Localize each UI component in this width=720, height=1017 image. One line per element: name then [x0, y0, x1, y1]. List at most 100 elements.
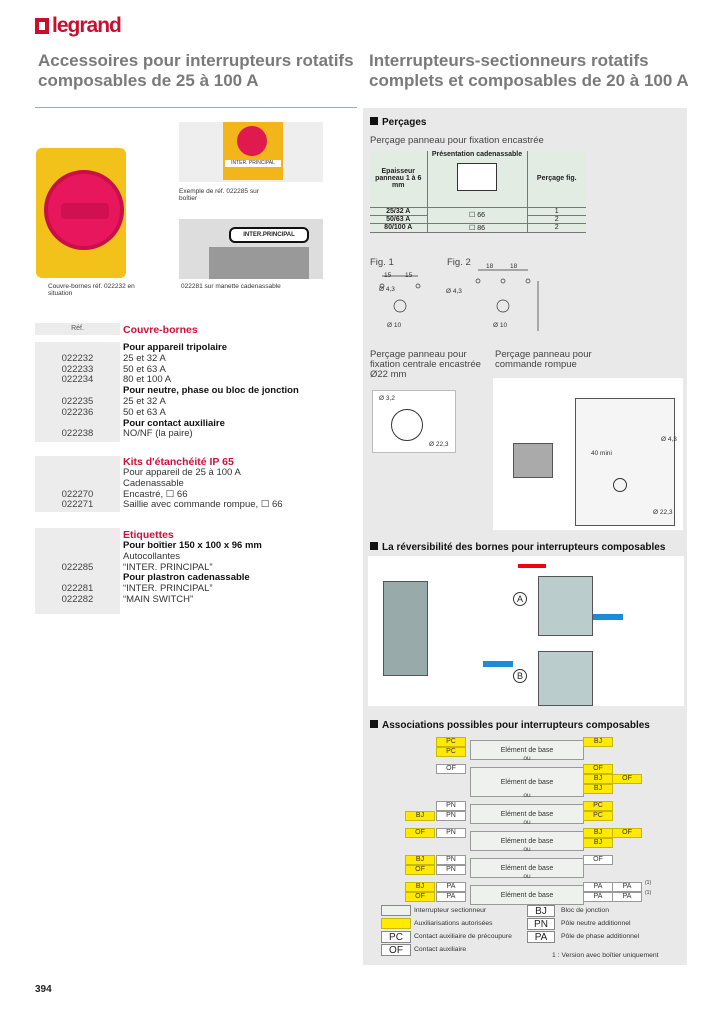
- product-photo-manette: INTER.PRINCIPAL: [179, 219, 323, 279]
- designation: 25 et 32 A: [123, 352, 166, 364]
- ref-number: 022232: [61, 352, 94, 364]
- designation: Pour appareil tripolaire: [123, 342, 227, 353]
- designation: 50 et 63 A: [123, 406, 166, 418]
- module-cell: BJ: [405, 855, 435, 865]
- module-cell: PA: [436, 882, 466, 892]
- padlock-housing-icon: [457, 163, 497, 191]
- module-cell: OF: [405, 828, 435, 838]
- module-cell: PA: [612, 882, 642, 892]
- module-cell: OF: [583, 855, 613, 865]
- designation: Autocollantes: [123, 550, 181, 562]
- module-cell: PA: [436, 892, 466, 902]
- base-element: Elément de base: [470, 885, 584, 905]
- section-title: Couvre-bornes: [123, 324, 198, 336]
- drilling-diagram-centrale: Ø 3,2 Ø 22,3: [372, 390, 456, 453]
- caption-commande-rompue: Perçage panneau pour commande rompue: [495, 349, 592, 370]
- footnote: 1 : Version avec boîtier uniquement: [552, 952, 659, 959]
- legrand-logo: legrand: [35, 14, 122, 38]
- reference-table: Réf. Couvre-bornes Kits d'étanchéité IP …: [35, 323, 357, 623]
- ref-number: 022234: [61, 374, 94, 386]
- designation: Pour neutre, phase ou bloc de jonction: [123, 385, 299, 397]
- ref-number: 022271: [61, 499, 94, 511]
- module-cell: BJ: [405, 811, 435, 821]
- module-cell: PC: [583, 811, 613, 821]
- section-title: Etiquettes: [123, 529, 174, 541]
- designation: 80 et 100 A: [123, 374, 172, 386]
- drilling-figures: [379, 269, 539, 331]
- module-cell: BJ: [583, 828, 613, 838]
- designation: “MAIN SWITCH”: [123, 594, 194, 605]
- designation: Saillie avec commande rompue, ☐ 66: [123, 499, 283, 511]
- footnote-marker: (1): [645, 890, 652, 896]
- or-separator: ou: [523, 755, 531, 762]
- label-a: A: [513, 592, 527, 606]
- caption-manette: 022281 sur manette cadenassable: [181, 283, 281, 290]
- module-cell: PC: [436, 737, 466, 747]
- caption-boitier: Exemple de réf. 022285 sur boîtier: [179, 188, 259, 202]
- designation: NO/NF (la paire): [123, 428, 193, 440]
- legend-swatch-auxiliarisations: [381, 918, 411, 929]
- module-cell: PN: [436, 828, 466, 838]
- reversibility-title: La réversibilité des bornes pour interru…: [370, 542, 665, 553]
- module-cell: BJ: [583, 784, 613, 794]
- ref-number: 022236: [61, 406, 94, 418]
- or-separator: ou: [523, 792, 531, 799]
- fig2-label: Fig. 2: [447, 257, 471, 268]
- enclosure-diagram: Ø 4,3 40 mini Ø 22,3: [493, 378, 683, 530]
- module-cell: PN: [436, 855, 466, 865]
- caption-couvre-bornes: Couvre-bornes réf. 022232 en situation: [48, 283, 135, 297]
- module-cell: PN: [436, 865, 466, 875]
- module-cell: OF: [436, 764, 466, 774]
- module-cell: OF: [612, 774, 642, 784]
- ref-number: 022238: [61, 428, 94, 440]
- module-cell: PA: [583, 882, 613, 892]
- legend-swatch-sectionneur: [381, 905, 411, 916]
- module-cell: PN: [436, 801, 466, 811]
- ref-number: 022235: [61, 396, 94, 407]
- designation: Pour contact auxiliaire: [123, 417, 225, 429]
- module-cell: PC: [436, 747, 466, 757]
- ref-header: Réf.: [35, 323, 120, 335]
- designation: “INTER. PRINCIPAL”: [123, 583, 213, 595]
- ref-number: 022282: [61, 594, 94, 605]
- percages-subtitle: Perçage panneau pour fixation encastrée: [370, 135, 544, 146]
- footnote-marker: (1): [645, 880, 652, 886]
- ref-number: 022233: [61, 363, 94, 375]
- product-photo-boitier: INTER. PRINCIPAL: [179, 122, 323, 182]
- or-separator: ou: [523, 819, 531, 826]
- module-cell: OF: [405, 865, 435, 875]
- caption-fixation-centrale: Perçage panneau pour fixation centrale e…: [370, 349, 481, 380]
- designation: “INTER. PRINCIPAL”: [123, 561, 213, 573]
- module-cell: PN: [436, 811, 466, 821]
- or-separator: ou: [523, 873, 531, 880]
- base-element: Elément de base: [470, 858, 584, 878]
- designation: 50 et 63 A: [123, 363, 166, 375]
- module-cell: PA: [583, 892, 613, 902]
- designation: Encastré, ☐ 66: [123, 488, 188, 500]
- designation: Pour plastron cadenassable: [123, 572, 250, 584]
- module-cell: OF: [612, 828, 642, 838]
- module-cell: BJ: [583, 838, 613, 848]
- designation: 25 et 32 A: [123, 396, 166, 407]
- module-cell: OF: [405, 892, 435, 902]
- module-cell: PA: [612, 892, 642, 902]
- percages-title: Perçages: [370, 117, 426, 128]
- divider: [35, 107, 357, 108]
- ref-number: 022270: [61, 488, 94, 500]
- module-cell: BJ: [583, 774, 613, 784]
- or-separator: ou: [523, 846, 531, 853]
- product-photo-couvre-bornes: [36, 148, 126, 278]
- base-element: Elément de base: [470, 740, 584, 760]
- page-number: 394: [35, 984, 52, 995]
- module-cell: PC: [583, 801, 613, 811]
- section-title: Kits d'étanchéité IP 65: [123, 456, 234, 468]
- module-cell: BJ: [405, 882, 435, 892]
- base-element: Elément de base: [470, 767, 584, 797]
- right-title: Interrupteurs-sectionneurs rotatifs comp…: [369, 51, 689, 90]
- designation: Pour appareil de 25 à 100 A: [123, 467, 241, 478]
- reversibility-illustration: A B: [368, 556, 684, 706]
- module-cell: OF: [583, 764, 613, 774]
- left-title: Accessoires pour interrupteurs rotatifs …: [38, 51, 354, 90]
- label-b: B: [513, 669, 527, 683]
